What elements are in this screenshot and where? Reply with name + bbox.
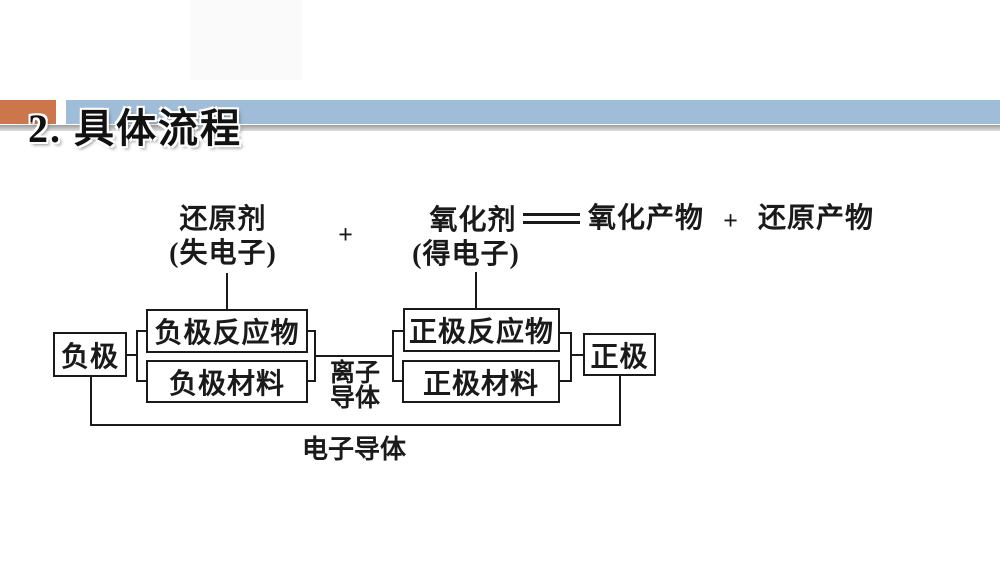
ion-conductor-connector — [314, 355, 394, 357]
connector-reducing-to-neg-reactant — [226, 273, 228, 310]
connector-bracket-to-pos-electrode — [570, 354, 583, 356]
reducing-agent-label: 还原剂 — [179, 204, 267, 235]
electron-conductor-label: 电子导体 — [301, 434, 406, 464]
electron-loop-left-vertical — [90, 377, 92, 426]
plus-sign-left: + — [338, 220, 354, 249]
right-pair-right-bracket — [570, 332, 572, 382]
oxidizing-agent-label: 氧化剂 — [429, 205, 517, 236]
slide-title: 2. 具体流程 — [28, 106, 242, 151]
left-pair-left-bracket — [136, 330, 138, 382]
left-pair-right-stub-bottom — [308, 380, 316, 382]
background-artifact — [190, 0, 302, 80]
plus-sign-right: + — [723, 206, 739, 235]
negative-reactant-box: 负极反应物 — [146, 309, 308, 353]
right-pair-left-bracket — [392, 330, 394, 382]
right-pair-left-stub-top — [392, 330, 403, 332]
right-bracket-stub-bottom — [560, 380, 571, 382]
reduction-product-label: 还原产物 — [758, 203, 875, 234]
positive-electrode-box: 正极 — [583, 333, 656, 376]
blue-title-bar — [66, 100, 1000, 124]
left-bracket-stub-top — [136, 330, 146, 332]
right-bracket-stub-top — [560, 332, 571, 334]
ion-conductor-line2: 导体 — [329, 384, 380, 412]
oxidation-product-label: 氧化产物 — [588, 203, 705, 234]
right-pair-left-stub-bottom — [392, 380, 402, 382]
header-shadow-line — [0, 125, 1000, 131]
left-bracket-stub-bottom — [136, 380, 146, 382]
reducing-agent-note: (失电子) — [169, 238, 277, 269]
positive-material-box: 正极材料 — [402, 360, 560, 403]
connector-oxidizing-to-pos-reactant — [475, 272, 477, 309]
ion-conductor-label: 离子 导体 — [328, 361, 382, 411]
electron-loop-bottom-horizontal — [90, 424, 621, 426]
connector-neg-electrode-to-bracket — [127, 354, 137, 356]
negative-material-box: 负极材料 — [146, 360, 308, 403]
left-pair-right-stub-top — [308, 330, 316, 332]
oxidizing-agent-note: (得电子) — [412, 239, 520, 270]
double-line-equals-icon — [523, 213, 580, 224]
electron-loop-right-vertical — [619, 376, 621, 426]
ion-conductor-line1: 离子 — [329, 359, 380, 387]
orange-accent-bar — [0, 100, 56, 124]
negative-electrode-box: 负极 — [53, 332, 127, 377]
positive-reactant-box: 正极反应物 — [403, 308, 560, 352]
